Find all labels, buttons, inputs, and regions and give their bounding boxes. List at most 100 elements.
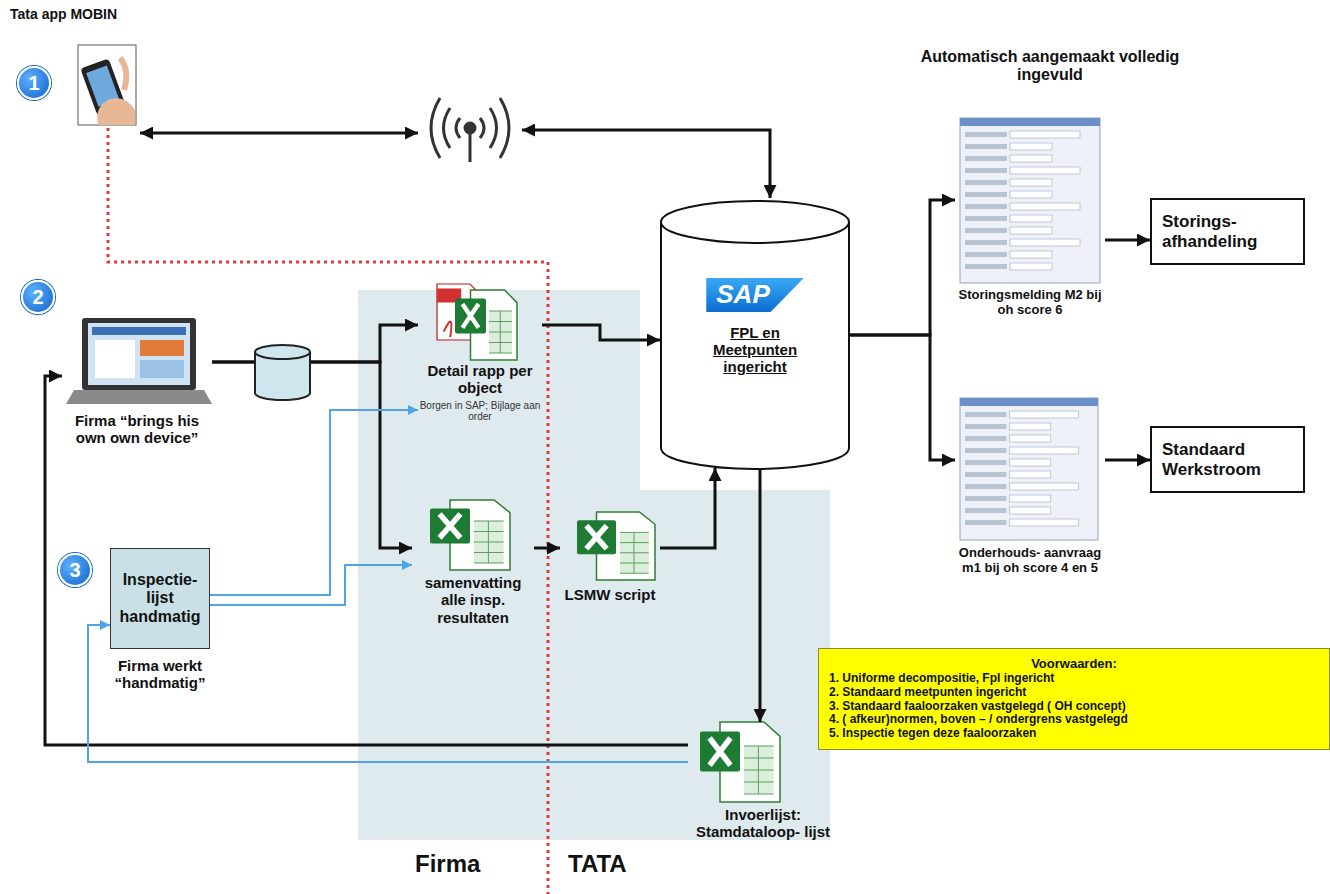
form-screenshot bbox=[1010, 203, 1080, 210]
node-text: LSMW script bbox=[560, 586, 660, 603]
connector bbox=[850, 200, 955, 335]
connector bbox=[1105, 459, 1150, 462]
laptop-illustration bbox=[140, 360, 184, 378]
form-screenshot bbox=[965, 448, 1006, 453]
node-text: Onderhouds- aanvraag m1 bij oh score 4 e… bbox=[955, 546, 1105, 576]
spreadsheet-icon bbox=[700, 722, 780, 802]
form-screenshot bbox=[1010, 179, 1052, 186]
process-box: Storings- afhandeling bbox=[1150, 198, 1305, 265]
form-screenshot bbox=[965, 192, 1007, 197]
script-sheet: LSMW script bbox=[560, 510, 660, 603]
form-screenshot bbox=[1009, 435, 1050, 442]
antenna-symbol bbox=[431, 98, 440, 158]
form-screenshot bbox=[965, 436, 1006, 441]
form-screenshot bbox=[960, 118, 1100, 283]
connector bbox=[210, 410, 418, 595]
node-text: Storings- afhandeling bbox=[1162, 212, 1293, 251]
node-text: Detail rapp per object bbox=[418, 362, 542, 397]
form-screenshot bbox=[965, 424, 1006, 429]
node-text: Firma “brings his own own device” bbox=[62, 412, 212, 447]
form-screenshot bbox=[1010, 263, 1052, 270]
connector bbox=[542, 325, 660, 340]
phone-illustration bbox=[78, 45, 136, 125]
laptop-illustration bbox=[95, 340, 135, 378]
spreadsheet-icon bbox=[744, 746, 774, 794]
form-screenshot bbox=[965, 520, 1006, 525]
node-text: samenvatting alle insp. resultaten bbox=[412, 574, 534, 626]
spreadsheet-icon bbox=[462, 304, 478, 328]
region-label: TATA bbox=[568, 850, 627, 878]
form-screenshot bbox=[1009, 423, 1050, 430]
form-screenshot bbox=[965, 228, 1007, 233]
spreadsheet-icon bbox=[710, 738, 731, 765]
antenna-symbol bbox=[480, 118, 484, 138]
spreadsheet-icon bbox=[500, 311, 501, 353]
database-cylinder bbox=[661, 201, 849, 469]
form-screenshot bbox=[1010, 215, 1052, 222]
form-screenshot bbox=[965, 264, 1007, 269]
boundary-dotted-line bbox=[108, 58, 548, 894]
spreadsheet-icon bbox=[430, 508, 470, 543]
database-cylinder bbox=[255, 345, 310, 400]
form-screenshot bbox=[965, 484, 1006, 489]
report-file: Detail rapp per objectBorgen in SAP; Bij… bbox=[418, 282, 542, 423]
database-cylinder bbox=[661, 222, 849, 243]
node-subtext: Firma werkt “handmatig” bbox=[110, 657, 210, 692]
spreadsheet-icon bbox=[633, 532, 634, 573]
spreadsheet-icon bbox=[758, 746, 759, 794]
wireless-link bbox=[140, 130, 770, 198]
form-screenshot bbox=[965, 204, 1007, 209]
form-screenshot bbox=[1009, 519, 1078, 526]
summary-sheet: samenvatting alle insp. resultaten bbox=[412, 498, 534, 626]
request-form: Onderhouds- aanvraag m1 bij oh score 4 e… bbox=[955, 398, 1105, 576]
node-subtext: Borgen in SAP; Bijlage aan order bbox=[418, 400, 542, 423]
antenna-symbol bbox=[465, 123, 475, 133]
form-screenshot bbox=[960, 398, 1098, 540]
database-cylinder bbox=[255, 345, 310, 400]
node-subtext: FPL en Meetpunten ingericht bbox=[693, 324, 818, 376]
spreadsheet-icon bbox=[700, 732, 740, 772]
spreadsheet-icon bbox=[455, 298, 486, 333]
form-screenshot bbox=[965, 496, 1006, 501]
spreadsheet-icon bbox=[474, 521, 504, 563]
form-screenshot bbox=[1010, 143, 1052, 150]
spreadsheet-icon bbox=[577, 512, 655, 580]
node-subtext: 4. ( afkeur)normen, boven – / ondergrens… bbox=[829, 713, 1319, 727]
manual-checklist: Inspectie- lijst handmatigFirma werkt “h… bbox=[110, 548, 210, 692]
connector bbox=[212, 362, 412, 548]
tata-region-panel bbox=[358, 290, 830, 840]
node-subtext: 1. Uniforme decompositie, Fpl ingericht bbox=[829, 672, 1319, 686]
process-box: Standaard Werkstroom bbox=[1150, 426, 1305, 493]
spreadsheet-icon bbox=[488, 521, 489, 563]
form-screenshot bbox=[965, 156, 1007, 161]
form-screenshot bbox=[965, 216, 1007, 221]
form-screenshot bbox=[960, 398, 1098, 406]
connector bbox=[210, 565, 412, 605]
spreadsheet-icon bbox=[430, 500, 510, 570]
conditions-note: Voorwaarden:1. Uniforme decompositie, Fp… bbox=[818, 648, 1330, 750]
antenna-symbol bbox=[490, 108, 497, 148]
form-screenshot bbox=[960, 118, 1100, 126]
laptop-illustration bbox=[92, 327, 186, 335]
laptop-illustration bbox=[140, 340, 184, 356]
form-screenshot bbox=[965, 240, 1007, 245]
spreadsheet-icon bbox=[577, 520, 616, 554]
form-screenshot bbox=[965, 412, 1006, 417]
connector bbox=[534, 547, 560, 550]
input-sheet: Invoerlijst: Stamdataloop- lijst bbox=[688, 722, 838, 841]
phone-illustration bbox=[120, 58, 126, 90]
callout-number: 2 bbox=[21, 280, 55, 314]
form-screenshot bbox=[965, 168, 1007, 173]
form-screenshot bbox=[1009, 471, 1050, 478]
laptop-illustration bbox=[88, 323, 190, 385]
database-cylinder bbox=[255, 352, 310, 359]
device-caption: Firma “brings his own own device” bbox=[62, 312, 212, 447]
form-screenshot bbox=[965, 252, 1007, 257]
wireless-link bbox=[140, 132, 418, 135]
node-subtext: 2. Standaard meetpunten ingericht bbox=[829, 686, 1319, 700]
wireless-link bbox=[522, 130, 770, 198]
spreadsheet-icon bbox=[489, 311, 512, 353]
sap-database: SAPFPL en Meetpunten ingericht bbox=[660, 200, 850, 470]
antenna-symbol bbox=[500, 98, 509, 158]
